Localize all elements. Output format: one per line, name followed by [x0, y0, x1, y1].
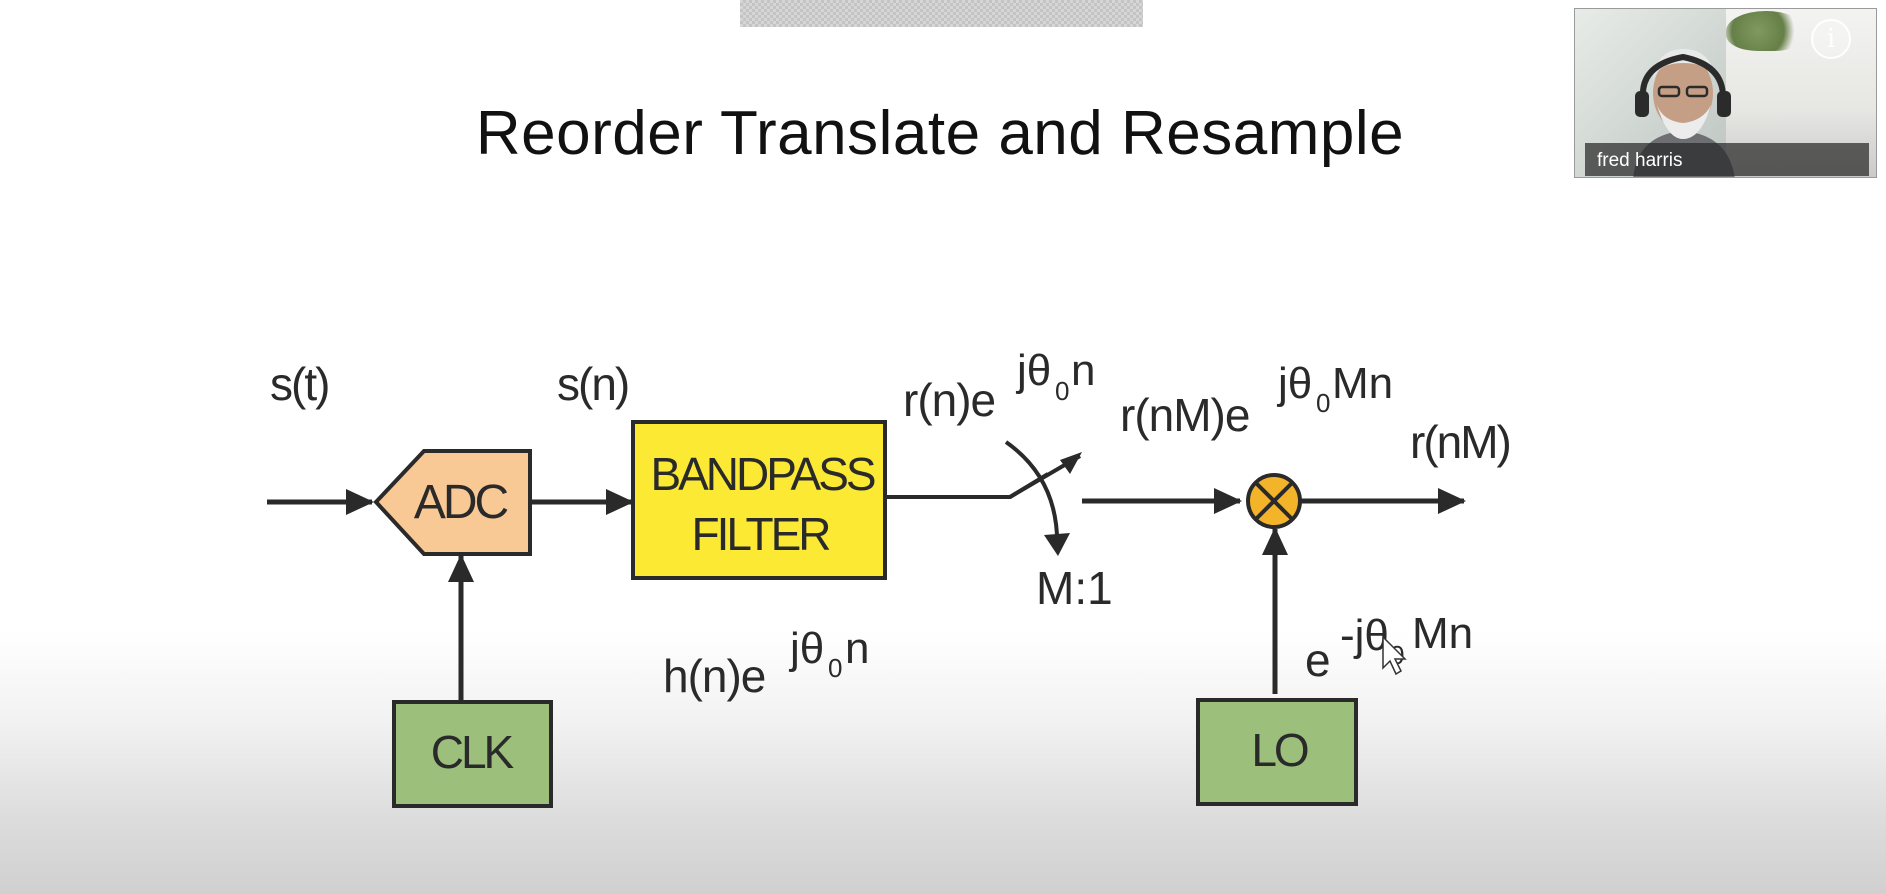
filter-response-exp-sub: 0: [828, 653, 842, 683]
lo-label: LO: [1251, 724, 1308, 776]
clk-block: [392, 700, 553, 808]
lo-signal-base: e: [1305, 634, 1331, 686]
filter-label-line2: FILTER: [691, 508, 830, 560]
label-sampled-signal: s(n): [557, 358, 628, 410]
lo-signal-exp-j: -jθ: [1340, 611, 1389, 660]
decimated-base: r(nM)e: [1120, 389, 1249, 441]
label-bandpass-output: r(n)e jθ 0 n: [903, 346, 1095, 426]
filter-output-line: [885, 472, 1050, 499]
decimated-exp-sub: 0: [1316, 388, 1330, 418]
label-decimation-ratio: M:1: [1036, 562, 1113, 614]
decimated-exp-j: jθ: [1276, 359, 1312, 408]
bandpass-output-exp-n: n: [1071, 346, 1095, 395]
filter-response-base: h(n)e: [663, 650, 765, 702]
video-background-plant: [1726, 11, 1806, 51]
bandpass-output-base: r(n)e: [903, 374, 995, 426]
label-decimated-signal: r(nM)e jθ 0 Mn: [1120, 359, 1393, 441]
top-handle[interactable]: [740, 0, 1143, 27]
clk-label: CLK: [431, 726, 515, 778]
decimation-switch-head: [1044, 533, 1070, 556]
bandpass-output-exp-j: jθ: [1015, 346, 1051, 395]
mixer-cross-b: [1254, 481, 1294, 521]
bandpass-output-exp-sub: 0: [1055, 376, 1069, 406]
filter-label-line1: BANDPASS: [650, 448, 874, 500]
filter-response-exp-j: jθ: [788, 624, 824, 673]
bandpass-filter-block: [631, 420, 887, 580]
label-lo-signal: e -jθ 0 Mn: [1305, 609, 1473, 686]
participant-name: fred harris: [1597, 150, 1683, 171]
lo-block: [1196, 698, 1358, 806]
label-output-signal: r(nM): [1410, 416, 1510, 468]
info-icon: i: [1826, 24, 1836, 54]
label-filter-response: h(n)e jθ 0 n: [663, 624, 869, 702]
info-button[interactable]: i: [1811, 19, 1851, 59]
participant-video-tile[interactable]: i fred harris: [1574, 8, 1877, 178]
label-input-signal: s(t): [270, 358, 328, 410]
lo-signal-exp-n: Mn: [1412, 609, 1473, 658]
decimated-exp-n: Mn: [1332, 359, 1393, 408]
mouse-cursor-icon: [1382, 635, 1407, 676]
switch-lever-head: [1060, 452, 1082, 474]
participant-name-bar: fred harris: [1585, 143, 1869, 176]
slide-title: Reorder Translate and Resample: [475, 99, 1405, 168]
filter-response-exp-n: n: [845, 624, 869, 673]
adc-label: ADC: [414, 476, 508, 529]
